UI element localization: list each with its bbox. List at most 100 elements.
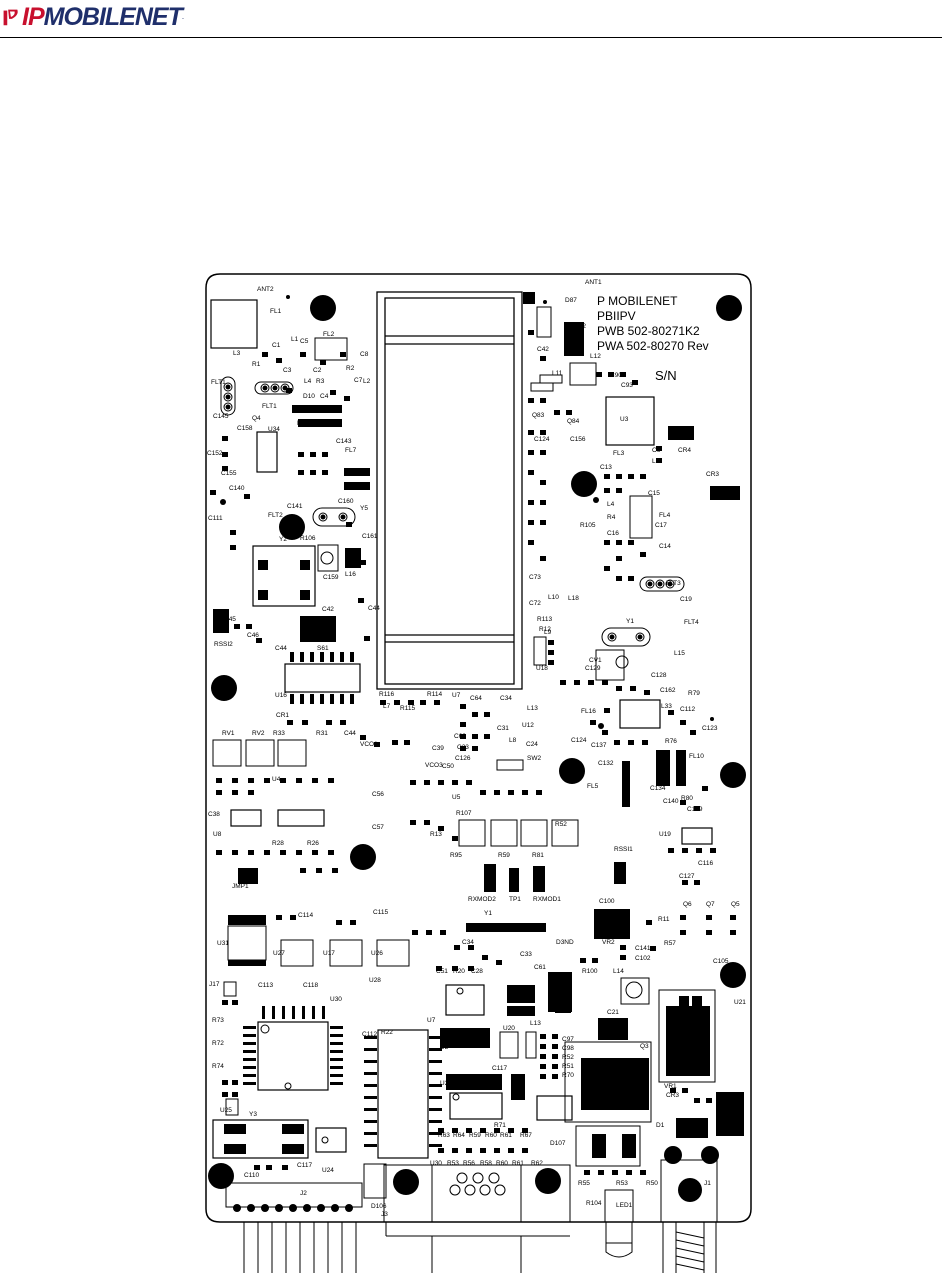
refdes-label: L6 [652,458,660,465]
logo-swoosh-icon [3,9,18,26]
through-hole-solid [220,295,714,1212]
refdes-label: ANT1 [585,279,602,286]
refdes-label: C129 [585,665,601,672]
refdes-label: R57 [664,940,676,947]
refdes-label: R3 [316,378,325,385]
refdes-label: C93 [621,382,633,389]
refdes-label: R64 [453,1132,465,1139]
refdes-label: C105 [713,958,729,965]
refdes-label: U30 [430,1160,442,1167]
refdes-label: D87 [565,297,577,304]
refdes-label: L2 [363,378,371,385]
refdes-label: D1 [656,1122,665,1129]
refdes-label: C141 [635,945,651,952]
refdes-label: U25 [220,1107,232,1114]
refdes-label: R61 [512,1160,524,1167]
refdes-label: C100 [599,898,615,905]
refdes-label: Q83 [532,412,545,419]
refdes-label: C28 [471,968,483,975]
refdes-label: C128 [651,672,667,679]
refdes-label: Y3 [249,1111,257,1118]
refdes-label: C14 [659,543,671,550]
refdes-label: R116 [379,691,394,698]
refdes-label: C63 [454,733,466,740]
refdes-label: U20 [503,1025,515,1032]
refdes-label: Q3 [640,1043,649,1050]
refdes-label: CR4 [678,447,691,454]
refdes-label: U21 [734,999,746,1006]
refdes-label: C140 [663,798,679,805]
refdes-label: L13 [530,1020,541,1027]
refdes-label: C116 [698,860,713,867]
refdes-label: C57 [372,824,384,831]
refdes-label: C139 [687,806,703,813]
refdes-label: R74 [212,1063,224,1070]
refdes-label: R1 [252,361,261,368]
silk-line-1: P MOBILENET [597,294,678,308]
refdes-label: R79 [688,690,700,697]
refdes-label: C112 [362,1031,377,1038]
refdes-label: C34 [462,939,474,946]
refdes-label: U18 [536,665,548,672]
refdes-label: J1 [704,1180,711,1187]
pcb-board-outline [205,273,752,1223]
refdes-label: VR1 [664,1083,677,1090]
refdes-label: R13 [430,831,442,838]
refdes-label: C64 [470,695,482,702]
outlined-components [212,306,718,1223]
refdes-label: R60 [496,1160,508,1167]
refdes-label: RSSI2 [214,641,233,648]
refdes-label: R20 [453,968,465,975]
power-components [213,292,744,1158]
refdes-label: C73 [529,574,541,581]
refdes-label: Q6 [683,901,692,908]
refdes-label: R58 [480,1160,492,1167]
refdes-label: C33 [520,951,532,958]
refdes-label: C132 [598,760,614,767]
refdes-label: RV1 [222,730,235,737]
refdes-label: R59 [469,1132,481,1139]
refdes-label: C3 [283,367,292,374]
refdes-label: C13 [600,464,612,471]
refdes-label: LED1 [616,1202,633,1209]
refdes-label: R31 [316,730,328,737]
refdes-label: C115 [373,909,388,916]
refdes-label: C21 [607,1009,619,1016]
refdes-label: C159 [323,574,339,581]
refdes-label: R115 [400,705,415,712]
refdes-label: C15 [648,490,660,497]
refdes-label: FL3 [613,450,625,457]
refdes-label: L3 [233,350,241,357]
refdes-label: C127 [679,873,695,880]
refdes-label: CR3 [706,471,719,478]
refdes-label: R22 [381,1029,393,1036]
refdes-label: R53 [616,1180,628,1187]
refdes-label: R67 [520,1132,532,1139]
refdes-label: R104 [586,1200,602,1207]
refdes-label: C7 [354,377,363,384]
refdes-label: R61 [500,1132,512,1139]
refdes-label: C134 [650,785,666,792]
refdes-label: C5 [300,338,309,345]
refdes-label: R72 [212,1040,224,1047]
refdes-label: L7 [383,703,391,710]
refdes-label: FLT1 [262,403,277,410]
refdes-label: D2 [440,1044,449,1051]
refdes-label: C8 [360,351,369,358]
mounting-holes [208,295,746,1202]
refdes-label: U28 [369,977,381,984]
refdes-label: C137 [591,742,607,749]
refdes-label: C97 [562,1036,574,1043]
refdes-label: C145 [213,413,229,420]
passive-footprints [210,330,736,1175]
refdes-label: C161 [362,533,378,540]
refdes-label: C112 [680,706,695,713]
refdes-label: C46 [247,632,259,639]
refdes-label: L11 [552,370,563,377]
refdes-label: RSSI1 [614,846,633,853]
refdes-label: C1 [272,342,281,349]
refdes-label: U34 [268,426,280,433]
refdes-label: VR2 [602,939,615,946]
